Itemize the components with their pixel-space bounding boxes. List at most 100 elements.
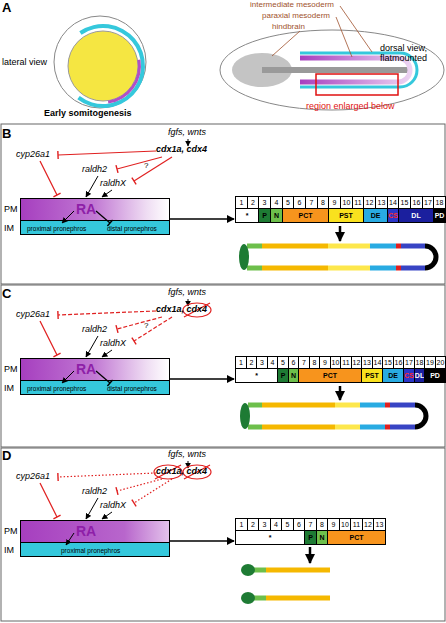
nephron-segment: [401, 266, 425, 271]
segment-name: DE: [382, 368, 404, 383]
inhibition-bar: [116, 325, 118, 333]
gene-label: raldhX: [100, 501, 126, 511]
view-label: dorsal view, flatmounted: [380, 44, 444, 64]
flow-arrow: [170, 540, 234, 542]
inhibition-line: [96, 371, 110, 383]
inhibition-line: [40, 483, 57, 517]
inhibition-line: [134, 479, 172, 503]
inhibition-bar: [116, 487, 118, 495]
intermediate-mesoderm-band: IMproximal pronephrosdistal pronephros: [20, 220, 170, 235]
nephron-segment: [390, 403, 415, 408]
region-box: [316, 74, 398, 95]
panel-frame: [1, 285, 445, 447]
region-label: region enlarged below: [306, 102, 395, 112]
nephron-segment: [328, 266, 370, 271]
intermediate-mesoderm-band: [77, 24, 145, 108]
nephron-segment: [390, 425, 415, 430]
nephron-segment: [396, 266, 401, 271]
glomerulus: [241, 564, 255, 576]
embryo-outline: [220, 30, 444, 110]
tissue-label: IM: [4, 224, 14, 233]
flow-arrow: [339, 386, 342, 400]
nephron-segment: [360, 425, 385, 430]
inhibition-line: [40, 161, 57, 195]
tissue-label: PM: [4, 365, 18, 374]
paraxial-mesoderm-band: [108, 60, 141, 104]
segment-name: PD: [424, 368, 446, 383]
glomerulus: [241, 592, 255, 604]
segment-table: 1234567891011121314151617181920*PNPCTPST…: [235, 356, 445, 383]
gene-label: cdx1a, cdx4: [156, 305, 207, 315]
signal-label: fgfs, wnts: [168, 450, 206, 460]
inhibition-bar: [53, 193, 60, 197]
leader-line: [340, 6, 372, 52]
activation-arrow: [102, 190, 112, 197]
stage-label: Early somitogenesis: [44, 109, 132, 119]
segment-table: 12345678910111213*PNPCT: [235, 518, 385, 545]
nephron-segment: [360, 403, 385, 408]
gene-label: raldhX: [100, 339, 126, 349]
segment-name: *: [235, 208, 259, 223]
signal-label: fgfs, wnts: [168, 128, 206, 138]
gene-label: cyp26a1: [16, 310, 50, 320]
panel-letter: B: [2, 127, 11, 141]
panel-letter: D: [2, 449, 11, 463]
activation-arrow: [86, 336, 98, 357]
tissue-label: paraxial mesoderm: [262, 12, 330, 21]
gene-label: raldh2: [82, 165, 107, 175]
inhibition-bar: [57, 311, 59, 319]
panel-letter: A: [2, 1, 11, 15]
segment-name: PD: [433, 208, 446, 223]
segment-name: *: [235, 368, 278, 383]
tissue-label: IM: [4, 546, 14, 555]
intermediate-mesoderm-band: IMproximal pronephrosdistal pronephros: [20, 380, 170, 395]
yolk: [68, 31, 138, 101]
nephron-segment: [415, 405, 426, 427]
tissue-label: hindbrain: [272, 23, 305, 32]
flow-arrow: [170, 218, 234, 220]
glomerulus: [240, 403, 250, 429]
region-label: proximal pronephros: [27, 226, 86, 233]
glomerulus: [239, 244, 249, 270]
inhibition-bar: [57, 473, 59, 481]
embryo-outline: [54, 16, 146, 108]
inhibition-bar: [132, 500, 136, 507]
gene-label: raldh2: [82, 487, 107, 497]
segment-name: PCT: [327, 530, 386, 545]
tissue-label: intermediate mesoderm: [250, 1, 334, 10]
flow-arrow: [339, 226, 342, 241]
paraxial-mesoderm-band: PMRA: [20, 520, 170, 542]
unknown-mark: ?: [144, 322, 148, 331]
inhibition-line: [134, 317, 172, 341]
region-label: proximal pronephros: [27, 386, 86, 393]
region-label: RA: [76, 524, 96, 538]
nephron-segment: [401, 244, 425, 249]
nephron-segment: [370, 244, 396, 249]
segment-name: *: [235, 530, 305, 545]
signal-label: fgfs, wnts: [168, 288, 206, 298]
nephron-segment: [248, 403, 262, 408]
nephron-segment: [328, 244, 370, 249]
inhibition-line: [58, 473, 156, 477]
nephron-segment: [247, 244, 262, 249]
tissue-label: PM: [4, 205, 18, 214]
nephron-segment: [335, 403, 360, 408]
nephron-segment: [254, 596, 266, 601]
axis-bar: [262, 67, 408, 73]
segment-name: DL: [398, 208, 434, 223]
segment-table: 123456789101112131415161718*PNPCTPSTDECS…: [235, 196, 445, 223]
inhibition-bar: [132, 178, 136, 185]
gene-label: cdx1a, cdx4: [156, 467, 207, 477]
region-label: RA: [76, 362, 96, 376]
leader-line: [336, 17, 352, 57]
region-label: distal pronephros: [107, 386, 157, 393]
tissue-label: IM: [4, 384, 14, 393]
segment-name: DE: [363, 208, 388, 223]
activation-arrow: [86, 498, 98, 519]
activation-arrow: [62, 211, 74, 223]
activation-arrow: [66, 533, 74, 545]
inhibition-bar: [132, 338, 136, 345]
inhibition-line: [134, 157, 172, 181]
intermediate-mesoderm-band: IMproximal pronephros: [20, 542, 170, 557]
nephron-segment: [396, 244, 401, 249]
